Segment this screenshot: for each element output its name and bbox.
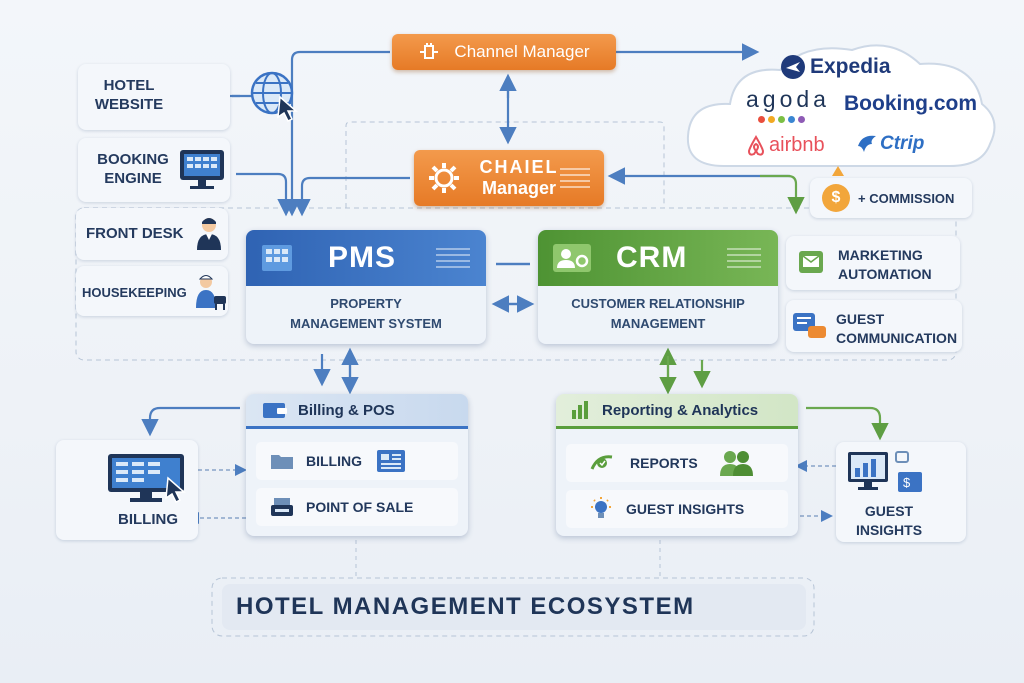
reports-label: Reports	[630, 455, 698, 471]
central-manager-button[interactable]: CHAIEL Manager	[414, 150, 604, 206]
guest-communication-card[interactable]: GuestCommunication	[786, 300, 962, 352]
housekeeping-label: Housekeeping	[82, 285, 187, 300]
expedia-logo[interactable]: Expedia	[780, 54, 891, 80]
crm-title: CRM	[616, 241, 688, 274]
channel-manager-label: Channel Manager	[454, 42, 590, 61]
billing-pos-header: Billing & POS	[246, 394, 468, 429]
front-desk-card[interactable]: Front Desk	[76, 208, 228, 260]
decorative-lines-icon	[727, 248, 762, 268]
billing-row-label: Billing	[306, 453, 362, 469]
billing-row[interactable]: Billing	[256, 442, 458, 480]
dollar-coin-icon: $	[822, 184, 850, 212]
housekeeper-icon	[194, 272, 228, 312]
airbnb-logo[interactable]: airbnb	[746, 134, 825, 157]
billing-monitor-label: BILLING	[118, 511, 178, 528]
reports-chart-icon	[590, 453, 616, 473]
pms-header: PMS	[246, 230, 486, 286]
point-of-sale-label: Point of Sale	[306, 499, 414, 515]
crm-header: CRM	[538, 230, 778, 286]
billing-pos-box[interactable]: Billing & POS Billing Point of Sale	[246, 394, 468, 536]
decorative-lines-icon	[436, 248, 471, 268]
marketing-line1: Marketing	[838, 247, 923, 263]
ctrip-logo[interactable]: Ctrip	[856, 132, 924, 156]
ctrip-text: Ctrip	[880, 133, 925, 154]
pms-subtitle: Property Management System	[246, 286, 486, 334]
guest-line1: Guest	[836, 311, 885, 327]
channel-manager-button[interactable]: Channel Manager	[392, 34, 616, 70]
ota-cloud: Expedia agoda Booking.com airbnb Ctrip	[684, 40, 996, 170]
crm-subtitle-line2: Management	[610, 316, 706, 331]
central-manager-line1: CHAIEL	[479, 157, 559, 177]
hotel-website-card[interactable]: HotelWebsite	[78, 64, 298, 130]
crm-subtitle-line1: Customer Relationship	[571, 296, 745, 311]
marketing-automation-card[interactable]: MarketingAutomation	[786, 236, 960, 290]
dolphin-icon	[856, 132, 880, 156]
up-arrow-icon	[832, 166, 844, 176]
plug-icon	[418, 43, 440, 61]
hotel-website-label: HotelWebsite	[94, 77, 164, 113]
user-gear-icon	[552, 243, 592, 273]
commission-card: $ + COMMISSION	[810, 178, 972, 218]
reporting-header: Reporting & Analytics	[556, 394, 798, 429]
crm-box[interactable]: CRM Customer Relationship Management	[538, 230, 778, 344]
agoda-text[interactable]: agoda	[746, 86, 830, 112]
billing-pos-title: Billing & POS	[298, 401, 395, 419]
booking-com-text[interactable]: Booking.com	[844, 92, 978, 115]
billing-monitor-icon	[106, 452, 190, 504]
lightbulb-icon	[590, 497, 612, 521]
bar-chart-icon	[570, 400, 592, 420]
footer-title: HOTEL MANAGEMENT ECOSYSTEM	[236, 593, 695, 620]
users-icon	[718, 449, 754, 477]
guest-insights-line2: INSIGHTS	[855, 522, 923, 538]
crm-subtitle: Customer Relationship Management	[538, 286, 778, 334]
building-icon	[260, 243, 294, 273]
pos-terminal-icon	[270, 497, 294, 517]
guest-insights-card[interactable]: $ GUEST INSIGHTS	[836, 442, 966, 542]
reports-row[interactable]: Reports	[566, 444, 788, 482]
marketing-automation-label: MarketingAutomation	[838, 246, 932, 284]
gear-icon	[428, 162, 460, 194]
plane-icon	[780, 54, 806, 80]
guest-line2: Communication	[836, 330, 958, 346]
calendar-monitor-icon	[178, 148, 226, 192]
front-desk-label: Front Desk	[86, 225, 184, 242]
guest-insights-line1: GUEST	[864, 503, 914, 519]
pms-title: PMS	[328, 241, 397, 274]
booking-engine-label: BookingEngine	[97, 151, 169, 187]
reporting-analytics-box[interactable]: Reporting & Analytics Reports Guest Insi…	[556, 394, 798, 536]
chat-bubble-icon	[792, 312, 828, 342]
housekeeping-card[interactable]: Housekeeping	[76, 266, 228, 316]
expedia-text: Expedia	[810, 55, 891, 78]
pms-box[interactable]: PMS Property Management System	[246, 230, 486, 344]
agoda-dots-icon	[758, 116, 805, 123]
folder-icon	[270, 452, 294, 470]
central-manager-line2: Manager	[481, 178, 557, 198]
footer-title-box: HOTEL MANAGEMENT ECOSYSTEM	[222, 584, 806, 630]
marketing-line2: Automation	[838, 266, 932, 282]
commission-label: + COMMISSION	[858, 191, 955, 206]
billing-monitor-card[interactable]: BILLING	[56, 440, 198, 540]
reporting-title: Reporting & Analytics	[602, 401, 759, 419]
guest-communication-label: GuestCommunication	[836, 310, 957, 348]
email-icon	[798, 250, 824, 274]
pms-subtitle-line1: Property	[330, 296, 402, 311]
point-of-sale-row[interactable]: Point of Sale	[256, 488, 458, 526]
invoice-icon	[376, 449, 406, 473]
pms-subtitle-line2: Management System	[290, 316, 442, 331]
guest-insights-label: Guest Insights	[626, 501, 745, 517]
analytics-monitor-icon: $	[846, 448, 926, 498]
svg-text:$: $	[903, 475, 911, 490]
guest-insights-row[interactable]: Guest Insights	[566, 490, 788, 528]
airbnb-text: airbnb	[769, 134, 825, 156]
globe-cursor-icon	[246, 67, 302, 123]
receptionist-icon	[194, 216, 224, 252]
guest-insights-right-label: GUEST INSIGHTS	[854, 502, 924, 540]
wallet-icon	[262, 400, 288, 420]
airbnb-icon	[746, 134, 766, 157]
booking-engine-card[interactable]: BookingEngine	[78, 138, 230, 202]
decorative-lines-icon	[560, 168, 590, 188]
